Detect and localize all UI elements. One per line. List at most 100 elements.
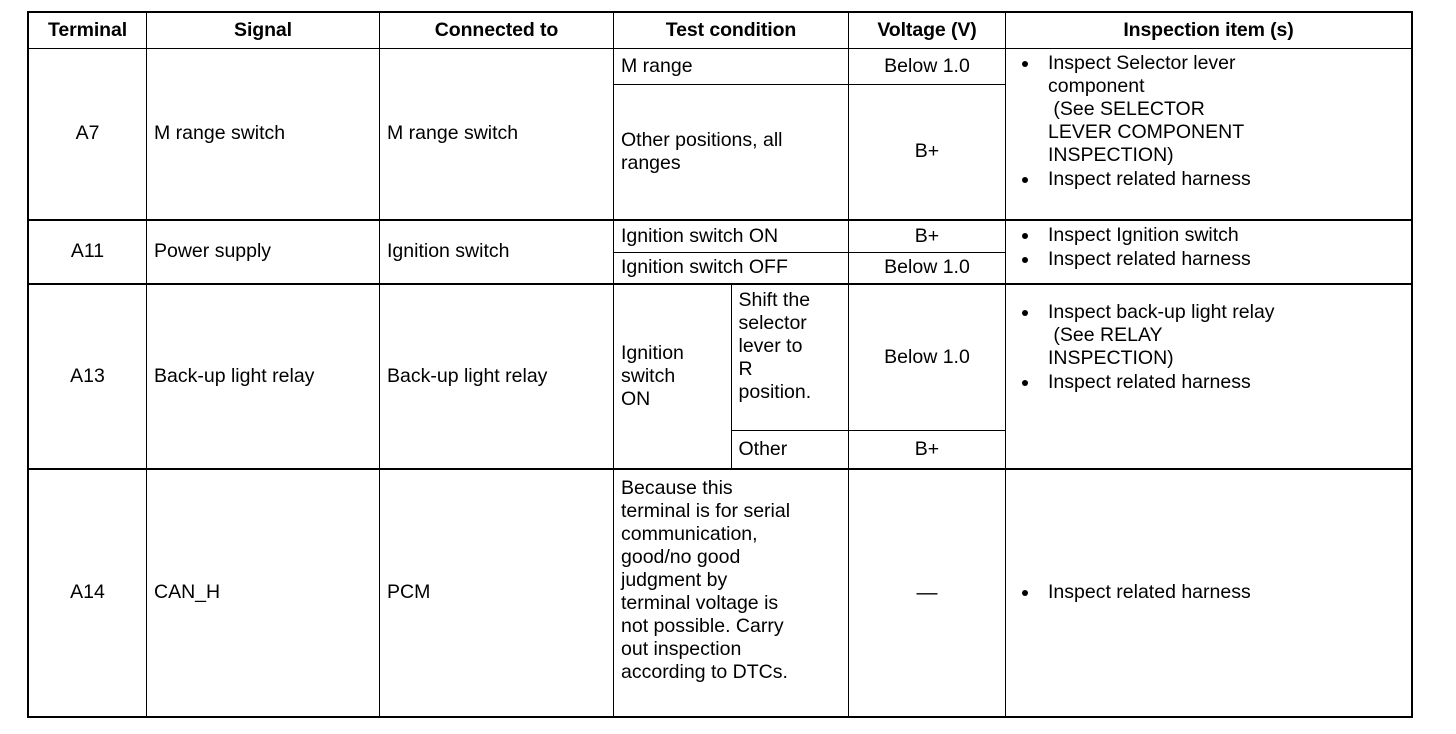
table-row: A14 CAN_H PCM Because this terminal is f…: [27, 467, 1413, 718]
column-header-connected-to: Connected to: [379, 11, 614, 49]
table-subrow: Other B+: [28, 430, 1412, 470]
list-item: Inspect related harness: [1020, 248, 1405, 271]
inspection-line: (See SELECTOR: [1048, 98, 1205, 120]
cell-test-condition: Because this terminal is for serial comm…: [613, 467, 849, 718]
list-item: Inspect Selector lever component (See SE…: [1020, 52, 1405, 167]
cell-inspection-item: Inspect Selector lever component (See SE…: [1005, 47, 1413, 221]
terminal-value: A7: [75, 122, 100, 145]
inspection-line: Inspect related harness: [1048, 370, 1251, 393]
terminal-value: A13: [70, 364, 105, 387]
connected-to-value: PCM: [387, 581, 431, 604]
voltage-value: —: [916, 580, 938, 604]
cell-voltage: B+: [848, 84, 1006, 221]
cell-test-condition: Ignition switch ON: [613, 218, 849, 254]
cell-voltage: —: [848, 467, 1006, 718]
list-item: Inspect Ignition switch: [1020, 224, 1405, 247]
cell-test-condition: Other: [730, 430, 849, 470]
inspection-line: Inspect related harness: [1048, 168, 1251, 190]
cell-terminal: A14: [27, 467, 147, 718]
inspection-list: Inspect Selector lever component (See SE…: [1006, 52, 1411, 191]
signal-value: CAN_H: [154, 581, 221, 604]
voltage-value: Below 1.0: [884, 256, 970, 279]
cell-signal: CAN_H: [146, 467, 380, 718]
terminal-value: A11: [70, 240, 105, 263]
test-condition-value: Other: [738, 438, 788, 460]
table-subrow: Ignition switch OFF Below 1.0: [28, 252, 1412, 285]
cell-terminal: A11: [27, 218, 147, 285]
column-header-test-condition: Test condition: [613, 11, 849, 49]
list-item: Inspect back-up light relay (See RELAY I…: [1020, 301, 1405, 370]
cell-voltage: Below 1.0: [848, 47, 1006, 86]
table-subrow: Other positions, all ranges B+: [28, 84, 1412, 221]
column-header-terminal: Terminal: [27, 11, 147, 49]
terminal-value: A14: [70, 581, 105, 604]
test-condition-value: Shift the selector lever to R position.: [738, 288, 812, 403]
inspection-list: Inspect back-up light relay (See RELAY I…: [1006, 301, 1411, 394]
table-row: A7 M range switch M range switch M range…: [27, 47, 1413, 221]
inspection-line: component: [1048, 75, 1145, 97]
inspection-line: Inspect back-up light relay: [1048, 300, 1275, 323]
signal-value: M range switch: [154, 122, 286, 145]
cell-inspection-item: Inspect Ignition switch Inspect related …: [1005, 218, 1413, 285]
voltage-value: B+: [914, 140, 940, 163]
cell-terminal: A13: [27, 282, 147, 470]
cell-inspection-item: Inspect related harness: [1005, 467, 1413, 718]
terminal-inspection-table-container: Terminal Signal Connected to Test condit…: [27, 11, 1413, 718]
cell-terminal: A7: [27, 47, 147, 221]
column-header-inspection-item: Inspection item (s): [1005, 11, 1413, 49]
cell-connected-to: Ignition switch: [379, 218, 614, 285]
test-condition-group-label: Ignition switch ON: [621, 341, 684, 410]
inspection-line: Inspect Selector lever: [1048, 52, 1236, 74]
bullet-icon: [1022, 232, 1028, 239]
cell-connected-to: Back-up light relay: [379, 282, 614, 470]
inspection-line: Inspect related harness: [1048, 247, 1251, 270]
bullet-icon: [1022, 309, 1028, 316]
table-row: A11 Power supply Ignition switch Ignitio…: [27, 218, 1413, 285]
cell-test-condition: Ignition switch OFF: [613, 252, 849, 285]
table-row: A13 Back-up light relay Back-up light re…: [27, 282, 1413, 470]
inspection-line: Inspect Ignition switch: [1048, 223, 1239, 246]
cell-connected-to: M range switch: [379, 47, 614, 221]
signal-value: Back-up light relay: [154, 364, 315, 387]
test-condition-value: Other positions, all ranges: [621, 128, 783, 174]
signal-value: Power supply: [154, 240, 272, 263]
test-condition-value: M range: [621, 55, 693, 77]
inspection-line: Inspect related harness: [1048, 581, 1251, 604]
cell-voltage: Below 1.0: [848, 282, 1006, 432]
bullet-icon: [1022, 60, 1028, 67]
cell-voltage: B+: [848, 218, 1006, 254]
cell-signal: Back-up light relay: [146, 282, 380, 470]
cell-signal: Power supply: [146, 218, 380, 285]
voltage-value: Below 1.0: [884, 55, 970, 77]
test-condition-value: Ignition switch OFF: [621, 256, 788, 279]
test-condition-value: Ignition switch ON: [621, 224, 779, 247]
inspection-list: Inspect Ignition switch Inspect related …: [1006, 224, 1411, 271]
cell-voltage: Below 1.0: [848, 252, 1006, 285]
cell-test-condition: Other positions, all ranges: [613, 84, 849, 221]
cell-test-condition-group: Ignition switch ON: [613, 282, 732, 470]
table-header-row: Terminal Signal Connected to Test condit…: [27, 11, 1413, 49]
column-header-voltage: Voltage (V): [848, 11, 1006, 49]
cell-connected-to: PCM: [379, 467, 614, 718]
list-item: Inspect related harness: [1020, 581, 1405, 604]
connected-to-value: M range switch: [387, 122, 519, 145]
cell-voltage: B+: [848, 430, 1006, 470]
list-item: Inspect related harness: [1020, 371, 1405, 394]
inspection-line: LEVER COMPONENT: [1048, 121, 1245, 143]
cell-inspection-item: Inspect back-up light relay (See RELAY I…: [1005, 282, 1413, 470]
inspection-line: INSPECTION): [1048, 346, 1174, 369]
voltage-value: B+: [914, 224, 940, 247]
inspection-line: (See RELAY: [1048, 323, 1163, 346]
voltage-value: B+: [914, 438, 940, 460]
column-header-signal: Signal: [146, 11, 380, 49]
voltage-value: Below 1.0: [884, 345, 970, 368]
connected-to-value: Ignition switch: [387, 240, 510, 263]
cell-test-condition: M range: [613, 47, 849, 86]
cell-signal: M range switch: [146, 47, 380, 221]
bullet-icon: [1022, 176, 1028, 183]
inspection-line: INSPECTION): [1048, 144, 1174, 166]
cell-test-condition: Shift the selector lever to R position.: [730, 282, 849, 432]
test-condition-value: Because this terminal is for serial comm…: [621, 476, 791, 683]
connected-to-value: Back-up light relay: [387, 364, 548, 387]
list-item: Inspect related harness: [1020, 168, 1405, 191]
